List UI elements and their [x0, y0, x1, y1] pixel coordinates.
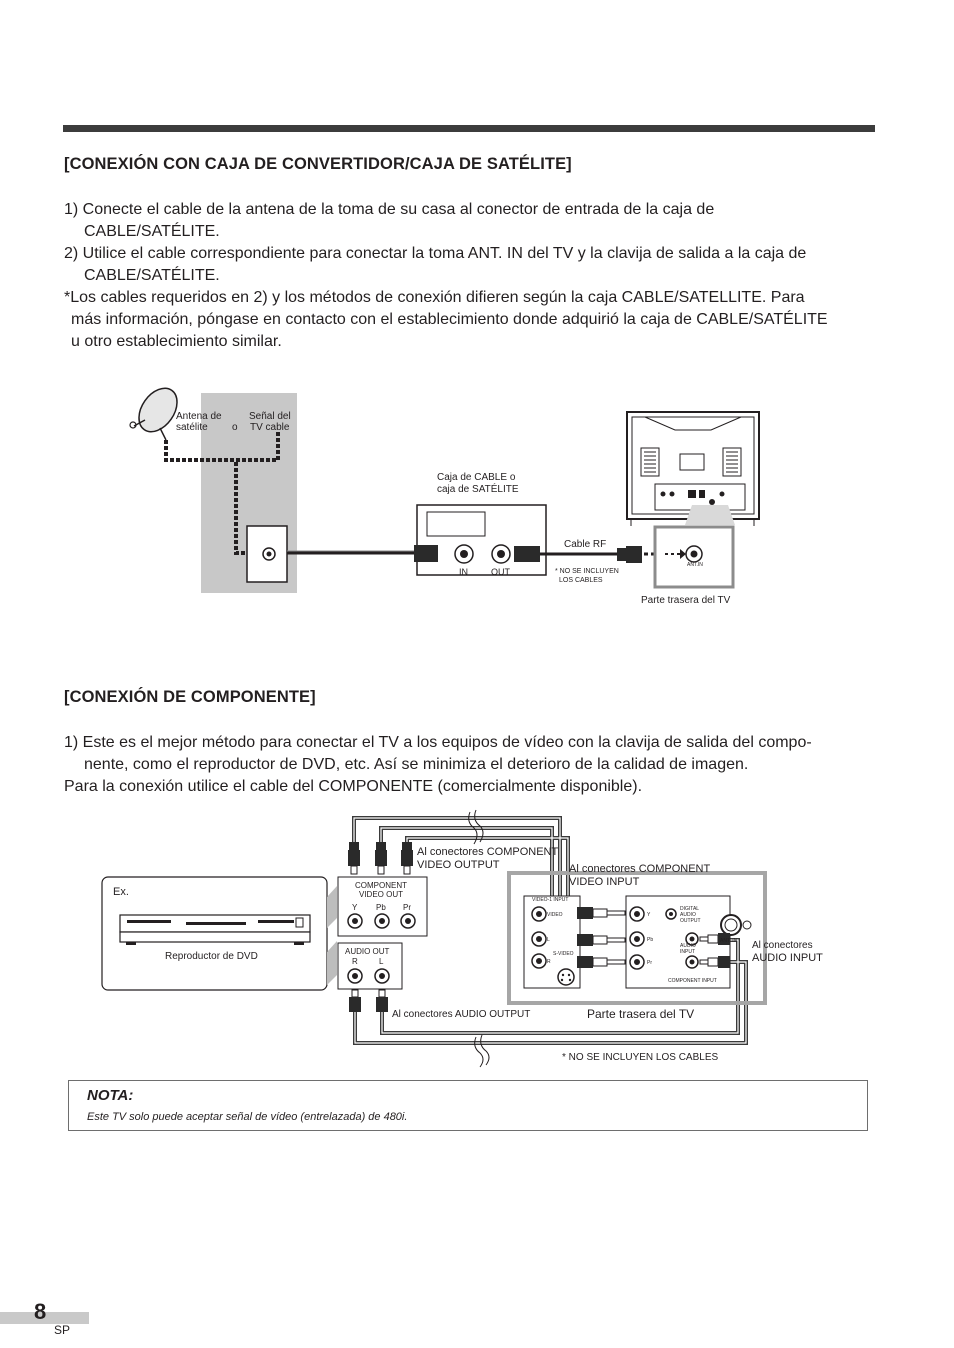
to-audio-in-2: AUDIO INPUT	[752, 952, 823, 964]
in-plug	[414, 545, 438, 562]
page-tab	[0, 1312, 89, 1324]
section2-line: nente, como el reproductor de DVD, etc. …	[84, 756, 749, 773]
section2-heading: [CONEXIÓN DE COMPONENTE]	[64, 688, 316, 706]
section1-line: u otro establecimiento similar.	[71, 333, 282, 350]
r-in-label: R	[547, 959, 551, 965]
section1-line: *Los cables requeridos en 2) y los métod…	[64, 289, 805, 306]
note-text: Este TV solo puede aceptar señal de víde…	[87, 1111, 408, 1123]
cable-rf-label: Cable RF	[564, 539, 607, 550]
section1-heading: [CONEXIÓN CON CAJA DE CONVERTIDOR/CAJA D…	[64, 155, 572, 173]
ant-in-label: ANT.IN	[687, 562, 703, 568]
audio-input-1: AUDIO	[680, 943, 696, 949]
video1-input-label: VIDEO-1 INPUT	[532, 897, 569, 903]
box-label-2: caja de SATÉLITE	[437, 484, 519, 495]
page-number: 8	[34, 1299, 47, 1324]
r-label: R	[352, 957, 358, 966]
section2-line: Para la conexión utilice el cable del CO…	[64, 778, 643, 795]
section1-line: CABLE/SATÉLITE.	[84, 267, 220, 284]
section1-line: 1) Conecte el cable de la antena de la t…	[64, 201, 715, 218]
cable-label-1: Señal del	[249, 411, 291, 422]
section1-line: 2) Utilice el cable correspondiente para…	[64, 245, 807, 262]
y-label: Y	[352, 903, 358, 912]
box-label-1: Caja de CABLE o	[437, 472, 516, 483]
svideo-label: S-VIDEO	[553, 951, 574, 957]
ex-label: Ex.	[113, 886, 129, 898]
pr-in-label: Pr	[647, 960, 652, 966]
out-label: OUT	[491, 567, 510, 577]
ant-in-label-2: ANT. IN	[720, 938, 738, 944]
l-in-label: L	[547, 937, 550, 943]
satellite-dish-icon	[129, 387, 178, 441]
out-plug	[514, 546, 540, 562]
audio-input-2: INPUT	[680, 949, 695, 955]
section1-text: 1) Conecte el cable de la antena de la t…	[64, 199, 828, 353]
to-comp-out-2: VIDEO OUTPUT	[417, 859, 500, 871]
satellite-cable	[164, 440, 276, 462]
no-cables-label: * NO SE INCLUYEN LOS CABLES	[562, 1052, 719, 1063]
sat-label-1: Antena de	[176, 411, 222, 422]
section1-line: CABLE/SATÉLITE.	[84, 223, 220, 240]
in-label: IN	[459, 567, 468, 577]
to-comp-in-1: Al conectores COMPONENT	[569, 863, 711, 875]
l-label: L	[379, 957, 384, 966]
wall-cable	[234, 462, 250, 555]
svideo-jack	[557, 968, 575, 986]
digital-audio-1: DIGITAL	[680, 906, 700, 912]
y-in-label: Y	[647, 912, 651, 918]
no-cables-1: * NO SE INCLUYEN	[555, 568, 619, 575]
or-label: o	[232, 422, 238, 433]
tv-audio-plugs	[699, 933, 730, 968]
tv-rear-icon	[626, 411, 760, 526]
to-audio-out: Al conectores AUDIO OUTPUT	[392, 1009, 531, 1020]
page-language: SP	[54, 1323, 71, 1337]
to-comp-out-1: Al conectores COMPONENT	[417, 846, 559, 858]
pb-in-label: Pb	[647, 937, 654, 943]
audio-out-panel	[337, 942, 403, 990]
sat-label-2: satélite	[176, 422, 208, 433]
dvd-label: Reproductor de DVD	[165, 951, 258, 962]
audio-out-label: AUDIO OUT	[345, 947, 390, 956]
to-audio-in-1: Al conectores	[752, 940, 813, 951]
dvd-player-icon	[119, 914, 311, 945]
no-cables-2: LOS CABLES	[559, 577, 603, 584]
note-box: NOTA: Este TV solo puede aceptar señal d…	[68, 1080, 868, 1131]
comp-out-label-2: VIDEO OUT	[359, 890, 404, 899]
tv-component-plugs	[577, 907, 626, 968]
component-plugs	[348, 842, 413, 875]
comp-out-label-1: COMPONENT	[355, 881, 407, 890]
zoom-wedge	[685, 505, 735, 525]
note-title: NOTA:	[87, 1087, 134, 1104]
tv-back-label-2: Parte trasera del TV	[587, 1007, 695, 1021]
section2-text: 1) Este es el mejor método para conectar…	[64, 732, 812, 798]
tv-back-label: Parte trasera del TV	[641, 595, 731, 606]
section1-line: más información, póngase en contacto con…	[71, 311, 828, 328]
cable-label-2: TV cable	[250, 422, 290, 433]
video-label: VIDEO	[547, 912, 563, 918]
digital-audio-2: AUDIO	[680, 912, 696, 918]
audio-plugs	[349, 989, 388, 1012]
cable-box-display	[426, 511, 486, 537]
tv-rear-frame	[507, 871, 767, 1005]
section2-line: 1) Este es el mejor método para conectar…	[64, 734, 812, 751]
pr-label: Pr	[403, 903, 411, 912]
pb-label: Pb	[376, 903, 386, 912]
digital-audio-3: OUTPUT	[680, 918, 701, 924]
to-comp-in-2: VIDEO INPUT	[569, 876, 640, 888]
top-rule	[63, 125, 875, 132]
component-input-label: COMPONENT INPUT	[668, 978, 717, 984]
